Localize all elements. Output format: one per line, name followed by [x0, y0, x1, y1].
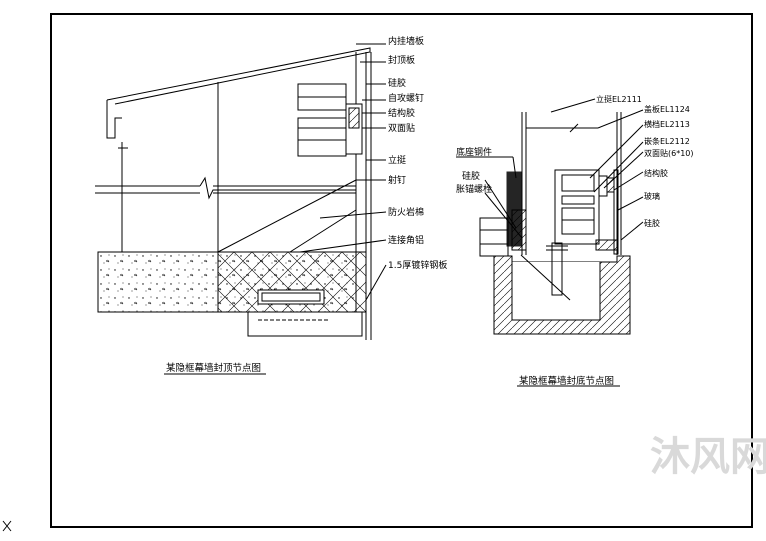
left-labels: 内挂墙板 封顶板 硅胶 自攻螺钉 结构胶 双面贴 立挺 射钉 防火岩棉 连接角铝… [166, 35, 447, 374]
label-base-steel: 底座钢件 [456, 146, 492, 158]
label-double-tape-6x10: 双面贴(6*10) [644, 148, 694, 158]
label-structural-glue: 结构胶 [388, 107, 415, 119]
label-mullion: 立挺 [388, 154, 406, 166]
label-inner-panel: 内挂墙板 [388, 35, 424, 47]
label-self-tapping-screw: 自攻螺钉 [388, 92, 424, 104]
label-rock-wool: 防火岩棉 [388, 206, 424, 218]
right-labels: 立挺EL2111 盖板EL1124 横档EL2113 嵌条EL2112 双面贴(… [456, 94, 694, 387]
label-steel-plate: 1.5厚镀锌钢板 [388, 259, 447, 271]
label-cover-el1124: 盖板EL1124 [644, 104, 690, 114]
caption-left: 某隐框幕墙封顶节点图 [166, 362, 261, 374]
drawing-frame [50, 13, 753, 528]
right-detail [456, 98, 644, 387]
label-strip-el2112: 嵌条EL2112 [644, 136, 690, 146]
label-glass: 玻璃 [644, 191, 660, 201]
label-nail: 射钉 [388, 174, 406, 186]
label-silicone: 硅胶 [388, 77, 406, 89]
label-expansion-bolt: 胀锚螺栓 [456, 183, 492, 195]
label-structural-glue-r: 结构胶 [644, 168, 668, 178]
label-double-tape: 双面贴 [388, 122, 415, 134]
caption-right: 某隐框幕墙封底节点图 [519, 375, 614, 387]
label-silicone-r: 硅胶 [644, 218, 660, 228]
watermark: 沐风网 [650, 434, 766, 480]
label-mullion-el2111: 立挺EL2111 [596, 94, 642, 104]
label-angle-aluminum: 连接角铝 [388, 234, 424, 246]
label-silicone-l: 硅胶 [462, 170, 480, 182]
label-transom-el2113: 横档EL2113 [644, 119, 690, 129]
corner-x-mark [2, 520, 12, 532]
label-top-cover: 封顶板 [388, 54, 415, 66]
left-detail [95, 43, 387, 375]
